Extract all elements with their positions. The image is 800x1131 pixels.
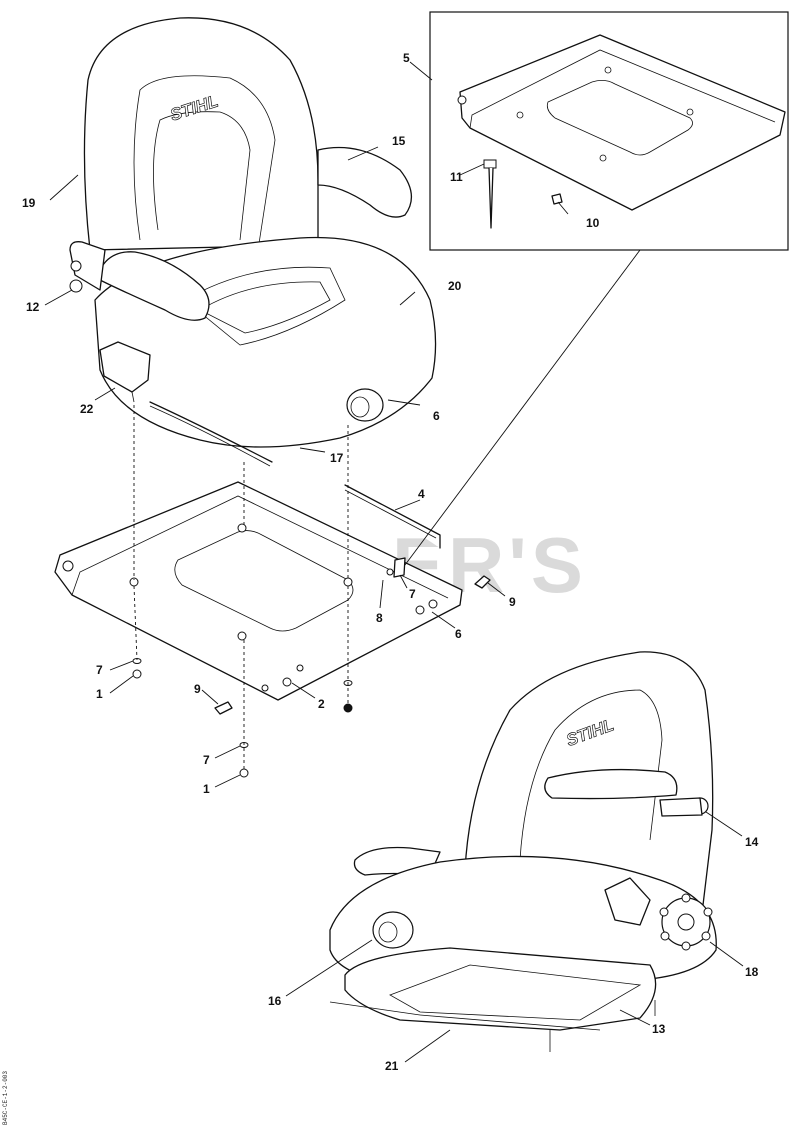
callout-22: 22: [80, 402, 94, 416]
leader-lines: [44, 61, 744, 1063]
document-id: B45C-CE-1-2-003: [2, 1071, 9, 1125]
seat-exploded: STIHL: [69, 17, 437, 467]
callout-12: 12: [26, 300, 40, 314]
callout-4: 5: [403, 51, 410, 65]
callout-labels: 5 11 10 15 19 20 12 22 6 17 4 7 8 6 9 2 …: [22, 51, 759, 1073]
alignment-lines: [133, 405, 349, 770]
callout-7-bottom: 7: [203, 753, 210, 767]
callout-13: 13: [652, 1022, 666, 1036]
callout-2: 2: [318, 697, 325, 711]
callout-15: 15: [392, 134, 406, 148]
callout-3: 4: [418, 487, 425, 501]
callout-5: 6: [433, 409, 440, 423]
callout-1-left: 1: [96, 687, 103, 701]
callout-8: 8: [376, 611, 383, 625]
callout-9-right: 9: [509, 595, 516, 609]
callout-9-left: 9: [194, 682, 201, 696]
callout-16: 16: [268, 994, 282, 1008]
callout-1-bottom: 1: [203, 782, 210, 796]
callout-14: 14: [745, 835, 759, 849]
callout-6: 6: [455, 627, 462, 641]
callout-21: 21: [385, 1059, 399, 1073]
mounting-plate: [54, 481, 491, 778]
callout-19: 19: [22, 196, 36, 210]
callout-7-right: 7: [409, 587, 416, 601]
callout-18: 18: [745, 965, 759, 979]
callout-20: 20: [448, 279, 462, 293]
callout-11: 11: [450, 170, 463, 184]
inset-box: [429, 11, 789, 251]
callout-10: 10: [586, 216, 600, 230]
callout-7-left: 7: [96, 663, 103, 677]
callout-17: 17: [330, 451, 344, 465]
seat-assembled: STIHL: [329, 651, 717, 1052]
